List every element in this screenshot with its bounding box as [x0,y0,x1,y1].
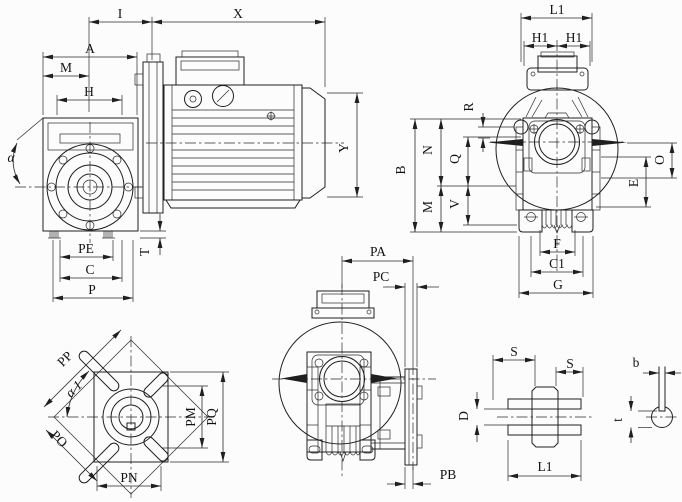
hollow-output-bore [538,123,576,161]
dim-label-y: Y [336,143,351,153]
dim-label-h1-right: H1 [566,30,583,45]
output-flange-plate [404,368,418,466]
dim-label-t: T [137,247,152,256]
dim-label-i: I [118,6,123,21]
dim-label-pc: PC [373,269,390,284]
dim-label-pn: PN [120,470,138,485]
dim-label-alpha: α [7,150,15,165]
dim-label-a: A [85,41,95,56]
dim-label-v: V [447,199,462,209]
dim-label-b: B [393,165,408,174]
dim-label-s2: S [566,356,574,371]
cable-gland [184,90,202,108]
dim-label-q: Q [447,154,462,164]
shaft-collar [531,386,559,448]
dim-label-h1-left: H1 [532,30,549,45]
dim-label-d: D [456,411,471,421]
front-view: L1 H1 H1 [393,2,677,298]
dim-label-e: E [626,179,641,187]
dim-label-g: G [553,277,563,292]
dim-label-s1: S [510,344,518,359]
mounting-lug-left [488,139,523,146]
bottom-ribs [325,426,361,463]
motor-fins [172,109,294,191]
face-bolts [523,124,591,172]
bottom-ribs [541,210,573,234]
dim-label-l1-shaft: L1 [538,459,553,474]
dim-label-c: C [85,262,94,277]
dim-label-n: N [420,145,435,155]
shaft-section-view: S S D L1 [456,344,593,481]
dim-label-pm: PM [183,407,198,427]
dim-label-p: P [88,282,96,297]
output-hub [370,376,406,450]
mounting-lug-right [371,374,397,383]
output-flange-side-view: PA PC PB [272,244,456,489]
dim-label-pb: PB [440,467,457,482]
dim-label-pq: PQ [204,408,219,426]
dim-label-h: H [84,84,94,99]
side-view: I X A M H α [7,6,363,302]
dim-label-key-t: t [610,418,625,422]
dim-label-m2: M [420,201,435,213]
keyway [126,422,136,431]
bore [118,404,144,430]
dim-label-c1: C1 [549,256,565,271]
dim-label-po: PO [48,427,71,450]
dim-label-l1: L1 [550,2,565,17]
mounting-lug-left [281,374,307,383]
dim-label-pa: PA [370,244,386,259]
dim-label-key-b: b [633,355,640,370]
dim-label-x: X [233,6,243,21]
dim-label-o: O [652,155,667,165]
dim-label-pp: PP [54,348,75,369]
dim-label-m: M [60,60,72,75]
key-section-view: b t [610,355,681,443]
dim-label-f: F [553,236,561,251]
dim-label-r: R [461,102,476,111]
dim-label-alpha1: α 1 [62,377,85,400]
mounting-lug-right [592,139,627,146]
dim-label-pe: PE [78,241,94,256]
fan-cover [301,87,326,199]
gearbox-feet [48,231,115,239]
flange-face-view: PP α 1 PO PM PQ PN [43,329,229,498]
